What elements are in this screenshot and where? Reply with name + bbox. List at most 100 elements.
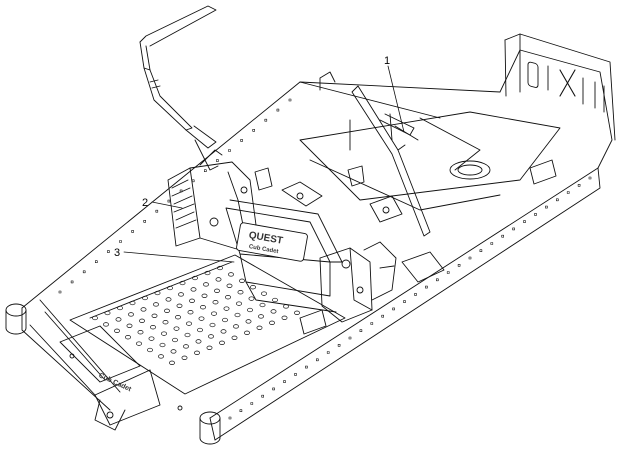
floor-dimple [125,335,131,340]
rail-hole [566,191,570,194]
rail-hole [250,402,254,405]
rail-hole [239,409,243,413]
rail-hole [479,249,483,252]
floor-dimple [165,297,172,302]
floor-dimple [261,291,267,296]
floor-dimple [233,324,239,329]
rail-hole [228,416,232,420]
floor-dimple [204,270,211,276]
floor-dimple [223,306,230,311]
rail-hole [326,351,330,354]
floor-dimple [281,315,288,320]
floor-dimple [231,335,238,340]
dash-decal: QUEST Cub Cadet [236,222,308,262]
floor-dimple [176,303,183,308]
floor-dimple [129,300,136,306]
floor-dimple [183,344,189,349]
floor-dimple [169,360,175,365]
rail-hole [143,220,146,223]
floor-dimple [245,319,252,324]
floor-dimple [215,277,222,282]
rail-hole [305,365,308,369]
right-control-lever [351,85,431,237]
leader-line-2 [151,201,183,209]
floor-dimple [219,340,225,345]
brackets [254,159,557,335]
floor-dimple [186,321,192,326]
floor-dimple [167,285,173,291]
rail-hole [264,118,268,122]
floor-dimple [117,305,123,311]
floor-dimple [212,300,219,305]
leader-line-1 [387,65,405,133]
floor-dimple [189,298,195,303]
floor-dimple [294,310,300,315]
floor-dimple [137,330,144,335]
rail-hole [468,256,472,260]
rail-hole [252,129,255,132]
floor-dimple [194,350,200,355]
right-control-tower [319,241,445,323]
rail-hole [555,198,559,202]
floor-dimple [187,310,194,315]
floor-dimple [151,313,158,318]
floor-dimple [209,322,216,328]
rail-hole [435,278,439,282]
floor-dimple [244,330,250,335]
floor-dimple [250,285,256,290]
rail-hole [512,227,515,231]
decal-subtitle: Cub Cadet [248,244,279,255]
rail-hole [403,300,406,303]
floor-dimple [270,309,277,314]
floor-dimple [237,290,244,295]
rail-hole [276,108,280,112]
rail-hole [359,329,363,333]
floor-dimple [150,325,156,330]
rail-hole [167,199,171,203]
floor-dimple [114,328,120,333]
rail-hole [446,271,450,274]
floor-dimple [217,265,223,271]
floor-dimple [195,339,202,344]
rail-hole [414,293,417,296]
front-logo: Cub Cadet [97,372,132,393]
rail-hole [95,260,98,264]
floor-dimple [139,318,145,323]
rail-hole [155,209,159,213]
rail-hole [216,159,219,162]
floor-dimples [92,265,300,365]
floor-dimple [181,355,188,360]
rail-hole [315,358,319,362]
rail-hole [457,263,461,267]
rail-hole [545,205,548,209]
rail-hole [392,307,395,311]
rail-hole [131,230,134,233]
floor-dimple [179,280,186,286]
floor-dimple [259,302,266,308]
rail-hole [288,98,292,102]
floor-dimple [269,320,275,325]
floor-dimple [258,314,264,319]
rail-holes [58,98,592,420]
rail-hole [294,373,297,376]
rail-hole [577,184,581,187]
floor-dimple [239,278,245,283]
rail-hole [381,314,385,318]
rail-hole [82,270,86,274]
floor-dimple [203,282,209,287]
floor-dimple [200,305,206,310]
floor-dimple [206,345,213,350]
floor-dimple [248,296,255,301]
rail-hole [370,322,374,325]
floor-dimple [140,307,147,312]
floor-dimple [162,320,169,325]
rail-hole [70,280,74,284]
floor-dimple [161,331,167,336]
floor-dimple [172,337,178,343]
rail-hole [523,220,526,223]
floor-dimple [184,332,191,338]
floor-dimple [92,315,98,321]
floor-dimple [158,354,164,359]
floor-dimple [228,272,234,277]
leader-line-3 [123,251,235,263]
